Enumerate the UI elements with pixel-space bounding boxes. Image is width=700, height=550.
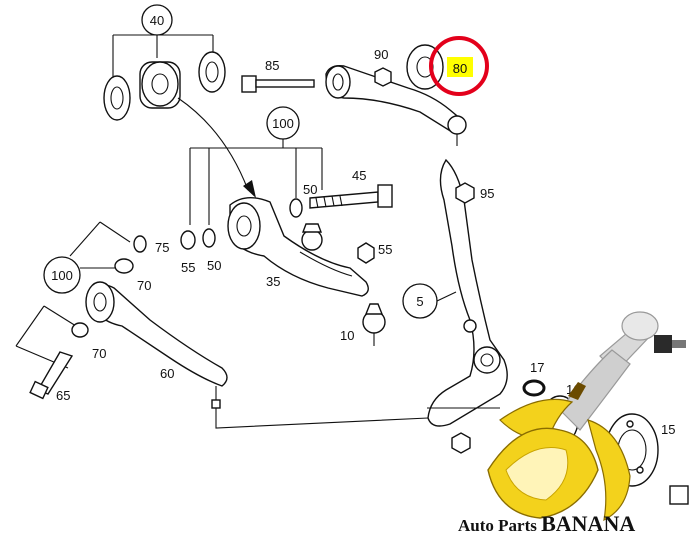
part-label: 45 [352, 168, 366, 183]
nut-95: 95 [455, 182, 494, 204]
part-label: 15 [661, 422, 675, 437]
part-label: 65 [56, 388, 70, 403]
highlight-box [447, 57, 473, 77]
product-control-arm-photo [559, 311, 686, 431]
highlight-ring [429, 36, 489, 96]
washer-70-upper: 70 [114, 258, 151, 293]
watermark-brand: BANANA [541, 511, 635, 536]
part-label: 70 [92, 346, 106, 361]
callout-label: 5 [416, 294, 423, 309]
part-label: 60 [160, 366, 174, 381]
nut-lower [451, 432, 471, 454]
part-label: 70 [137, 278, 151, 293]
bolt-65: 65 [29, 351, 74, 403]
bushing-washer-right [198, 51, 226, 93]
control-arm-60: 60 [85, 281, 228, 409]
part-label: 75 [155, 240, 169, 255]
part-label: 95 [480, 186, 494, 201]
watermark-text: Auto Parts BANANA [458, 511, 635, 536]
bushing-arrow [177, 97, 249, 191]
washer-55-left: 55 [180, 230, 196, 275]
callout-label: 40 [150, 13, 164, 28]
part-label-80: 80 [453, 61, 467, 76]
callout-100-upper: 100 [189, 106, 323, 225]
bolt-end [669, 485, 689, 505]
leader-line-60 [215, 408, 429, 429]
part-label: 10 [340, 328, 354, 343]
bushing-washer-left [103, 75, 131, 121]
callout-40-group: 40 [103, 4, 226, 121]
part-label: 50 [303, 182, 317, 197]
part-label: 17 [530, 360, 544, 375]
part-label: 35 [266, 274, 280, 289]
bolt-45: 45 [309, 168, 393, 209]
callout-100-left: 100 [15, 221, 131, 369]
upper-control-arm: 90 [325, 44, 467, 146]
nut-55-right: 55 [357, 242, 392, 264]
highlighted-part-80: 80 [429, 36, 489, 96]
part-label: 55 [378, 242, 392, 257]
ring-17: 17 [522, 360, 546, 397]
part-label: 85 [265, 58, 279, 73]
part-label: 90 [374, 47, 388, 62]
washer-75: 75 [133, 235, 169, 255]
steering-knuckle-5: 5 [402, 158, 508, 427]
nut-90 [374, 67, 392, 87]
part-label: 50 [207, 258, 221, 273]
washer-50-left: 50 [202, 228, 221, 273]
watermark-prefix: Auto Parts [458, 516, 541, 535]
callout-label: 100 [51, 268, 73, 283]
lower-arm-35: 35 [227, 197, 369, 297]
ball-joint-10: 10 [340, 303, 386, 346]
banana-logo-icon [487, 382, 631, 522]
washer-50-upper: 50 [289, 182, 317, 218]
part-label: 55 [181, 260, 195, 275]
washer-70-lower: 70 [71, 322, 106, 361]
callout-label: 100 [272, 116, 294, 131]
bolt-85: 85 [241, 58, 315, 93]
